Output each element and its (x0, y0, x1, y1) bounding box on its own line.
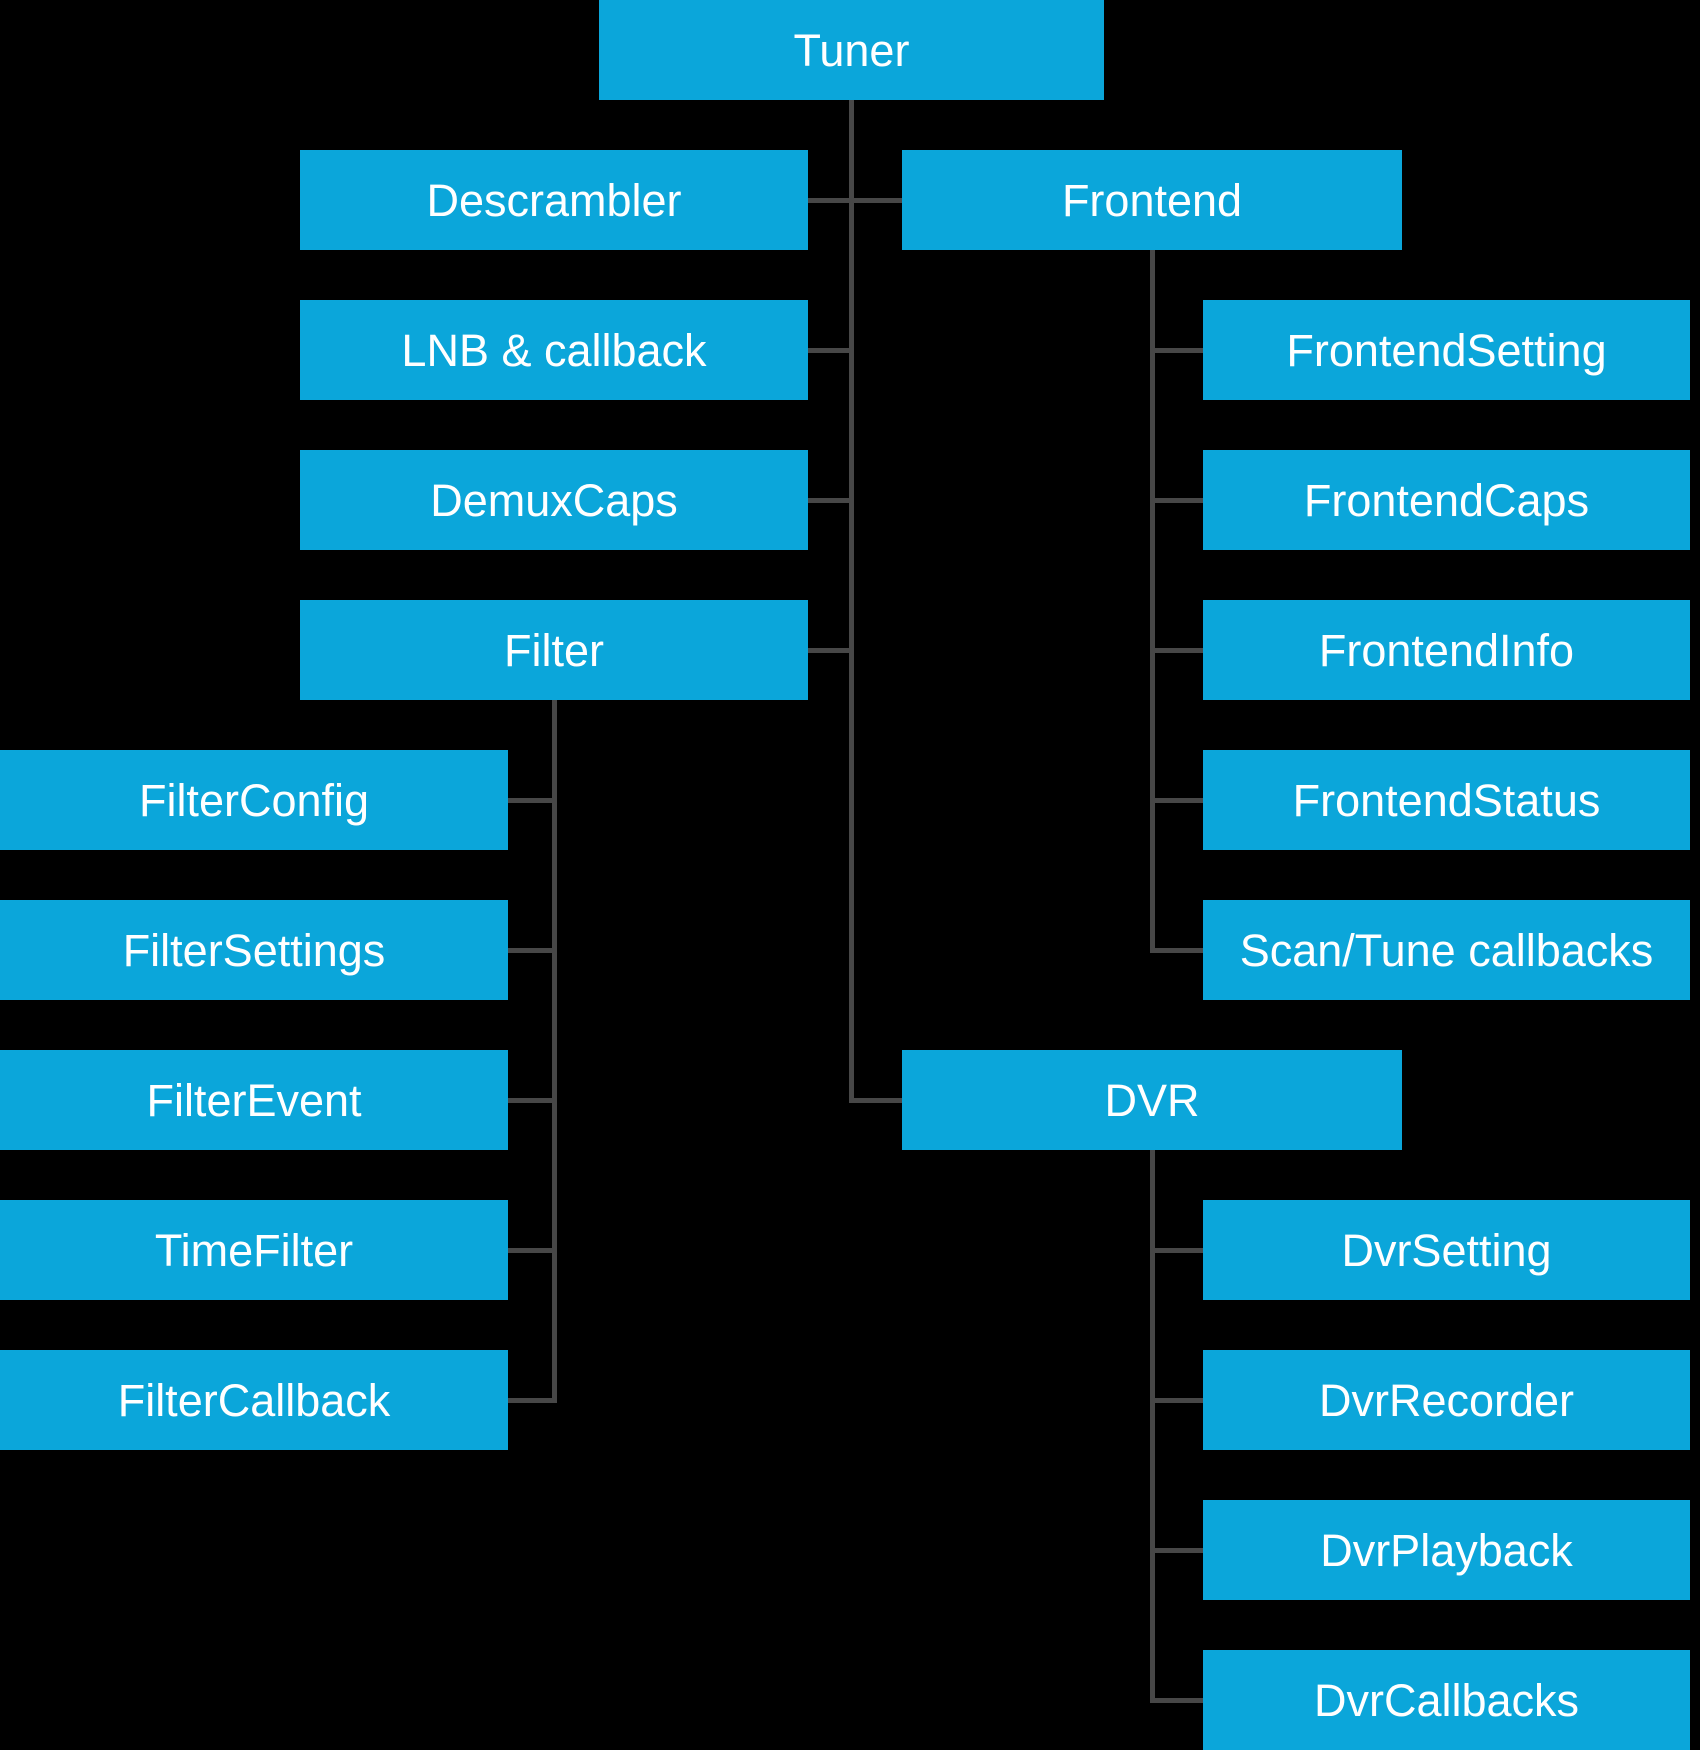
connector-filter (808, 648, 854, 653)
connector-descrambler-frontend (808, 198, 902, 203)
node-frontendstatus: FrontendStatus (1203, 750, 1690, 850)
node-dvrsetting: DvrSetting (1203, 1200, 1690, 1300)
connector-frontendsetting (1150, 348, 1203, 353)
node-dvrrecorder: DvrRecorder (1203, 1350, 1690, 1450)
connector-filter-trunk (552, 700, 557, 1403)
node-filtersettings: FilterSettings (0, 900, 508, 1000)
node-frontendinfo: FrontendInfo (1203, 600, 1690, 700)
node-demuxcaps: DemuxCaps (300, 450, 808, 550)
connector-dvrplayback (1150, 1548, 1203, 1553)
node-dvrcallbacks: DvrCallbacks (1203, 1650, 1690, 1750)
connector-frontendstatus (1150, 798, 1203, 803)
node-frontendcaps: FrontendCaps (1203, 450, 1690, 550)
connector-filtercallback (508, 1398, 552, 1403)
connector-scantune (1150, 948, 1203, 953)
connector-dvr-trunk (1150, 1150, 1155, 1702)
connector-filterconfig (508, 798, 552, 803)
connector-filterevent (508, 1098, 552, 1103)
connector-tuner-dvr-elbow (849, 1098, 902, 1103)
connector-frontendcaps (1150, 498, 1203, 503)
node-frontendsetting: FrontendSetting (1203, 300, 1690, 400)
connector-lnb-callback (808, 348, 854, 353)
node-scantune-callbacks: Scan/Tune callbacks (1203, 900, 1690, 1000)
connector-dvrsetting (1150, 1248, 1203, 1253)
node-lnb-callback: LNB & callback (300, 300, 808, 400)
node-frontend: Frontend (902, 150, 1402, 250)
connector-dvrrecorder (1150, 1398, 1203, 1403)
node-tuner: Tuner (599, 0, 1104, 100)
node-dvr: DVR (902, 1050, 1402, 1150)
node-descrambler: Descrambler (300, 150, 808, 250)
node-dvrplayback: DvrPlayback (1203, 1500, 1690, 1600)
node-filtercallback: FilterCallback (0, 1350, 508, 1450)
node-filter: Filter (300, 600, 808, 700)
connector-demuxcaps (808, 498, 854, 503)
connector-frontendinfo (1150, 648, 1203, 653)
node-filterevent: FilterEvent (0, 1050, 508, 1150)
connector-tuner-trunk (849, 100, 854, 1103)
connector-filtersettings (508, 948, 552, 953)
node-timefilter: TimeFilter (0, 1200, 508, 1300)
connector-dvrcallbacks (1150, 1698, 1203, 1703)
connector-frontend-trunk (1150, 250, 1155, 952)
connector-timefilter (508, 1248, 552, 1253)
node-filterconfig: FilterConfig (0, 750, 508, 850)
